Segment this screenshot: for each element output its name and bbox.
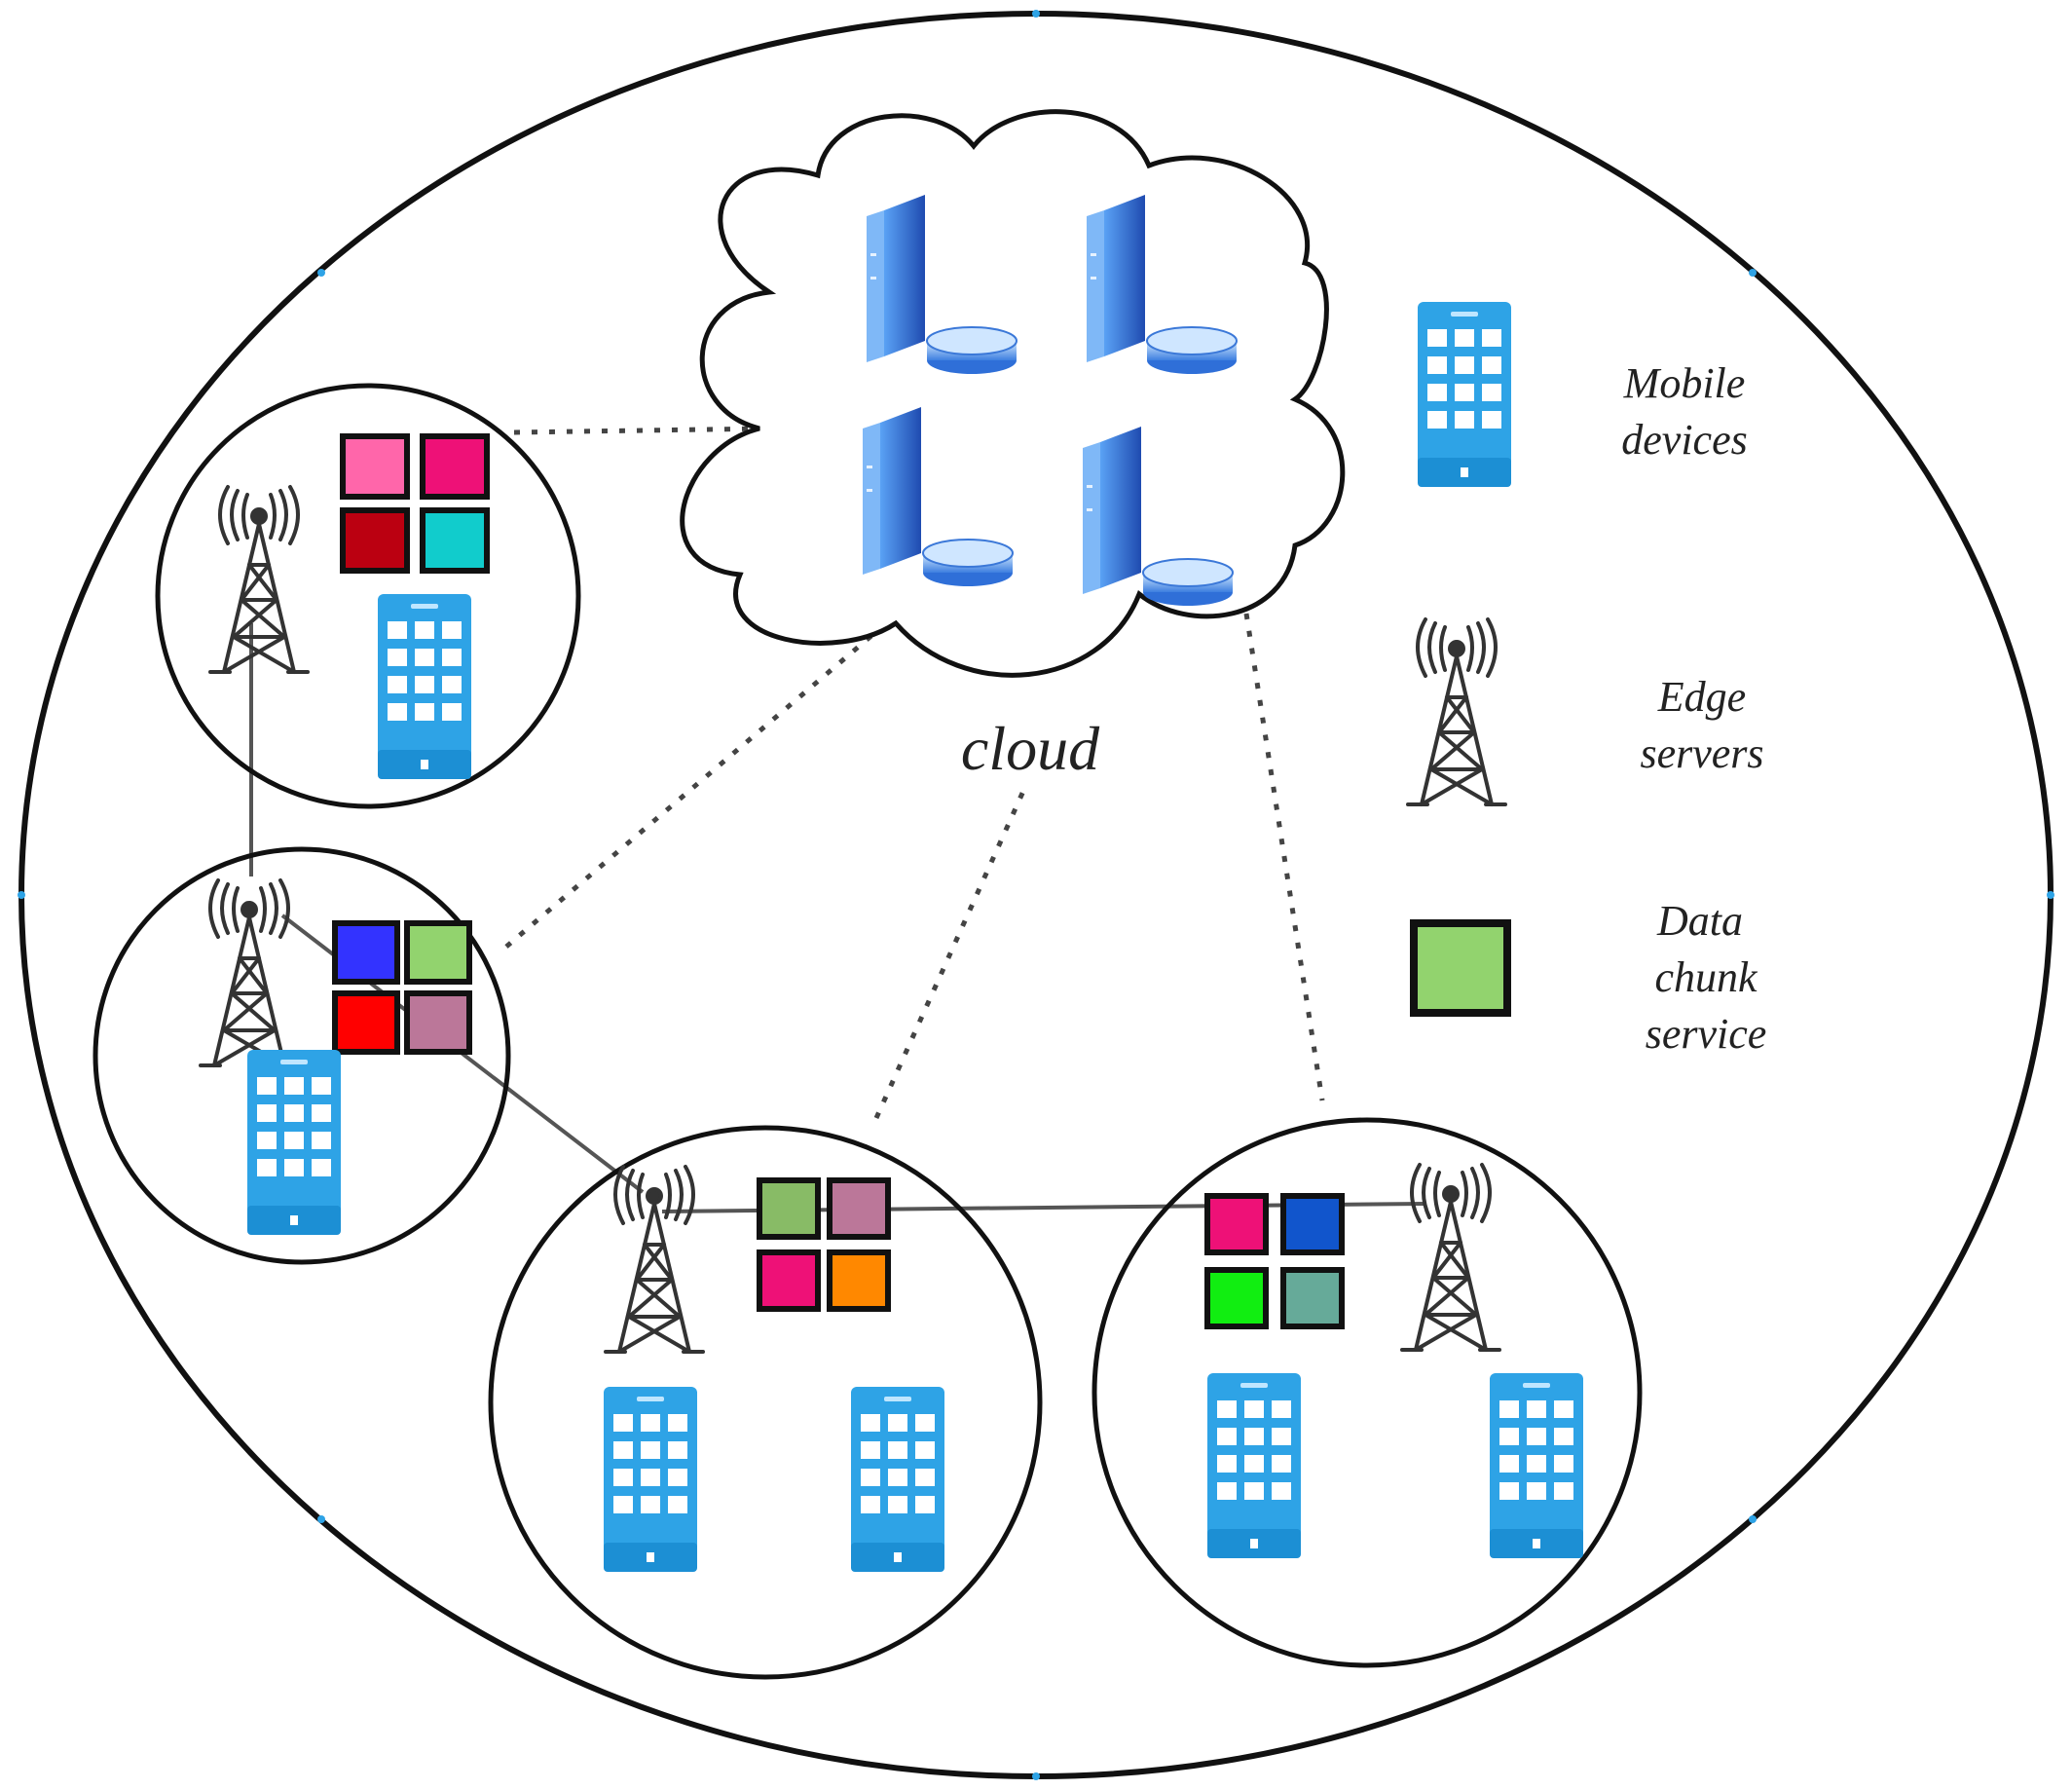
data-chunk-group: [757, 1177, 891, 1312]
cell-tower-icon: [1406, 617, 1507, 806]
cell-tower-icon: [199, 878, 300, 1067]
legend-mobile-devices: Mobile devices: [1418, 302, 1748, 487]
legend-mobile-label-line2: devices: [1621, 416, 1747, 464]
data-chunk-icon: [340, 433, 410, 500]
data-chunk-icon: [420, 507, 490, 574]
cell-tower-icon: [604, 1165, 705, 1354]
cloud-shape: [680, 109, 1346, 678]
legend-edge-label-line1: Edge: [1657, 673, 1746, 721]
legend-chunk-label-line2: chunk: [1654, 953, 1758, 1001]
cloud-links: [504, 426, 1325, 1120]
data-chunk-icon: [404, 990, 472, 1055]
mobile-device-icon: [247, 1050, 341, 1235]
legend-chunk-label-line3: service: [1646, 1010, 1767, 1058]
data-chunk-group: [332, 920, 472, 1055]
legend-mobile-label-line1: Mobile: [1623, 359, 1746, 407]
cell-tower-icon: [208, 485, 310, 674]
data-chunk-icon: [1204, 1267, 1269, 1329]
mobile-device-icon: [1418, 302, 1511, 487]
data-chunk-icon: [757, 1249, 821, 1312]
legend-edge-servers: Edge servers: [1406, 617, 1764, 806]
coverage-area: [1092, 1117, 1643, 1668]
region-top-left: [155, 383, 581, 809]
data-chunk-icon: [827, 1177, 891, 1240]
coverage-area: [92, 846, 511, 1265]
region-bottom-center: [488, 1125, 1043, 1680]
legend-edge-label-line2: servers: [1640, 729, 1763, 777]
data-chunk-icon: [332, 990, 400, 1055]
legend: Mobile devices Edge servers Data chunk s…: [1406, 302, 1767, 1058]
data-chunk-icon: [1280, 1267, 1345, 1329]
data-chunk-group: [340, 433, 490, 574]
region-middle-left: [92, 846, 511, 1265]
region-bottom-right: [1092, 1117, 1643, 1668]
cell-tower-icon: [1400, 1163, 1501, 1352]
data-chunk-icon: [1280, 1193, 1345, 1255]
data-chunk-icon: [404, 920, 472, 985]
mobile-device-icon: [1207, 1373, 1301, 1558]
coverage-area: [155, 383, 581, 809]
data-chunk-icon: [827, 1249, 891, 1312]
data-chunk-icon: [757, 1177, 821, 1240]
legend-data-chunk-service: Data chunk service: [1410, 897, 1767, 1058]
data-chunk-icon: [340, 507, 410, 574]
cloud: cloud: [680, 109, 1346, 783]
mobile-device-icon: [851, 1387, 944, 1572]
data-chunk-icon: [332, 920, 400, 985]
data-chunk-group: [1204, 1193, 1345, 1329]
mobile-device-icon: [378, 594, 471, 779]
mobile-device-icon: [604, 1387, 697, 1572]
data-chunk-icon: [1410, 919, 1511, 1017]
data-chunk-icon: [1204, 1193, 1269, 1255]
data-chunk-icon: [420, 433, 490, 500]
boundary-handles: [18, 10, 2054, 1780]
coverage-area: [488, 1125, 1043, 1680]
mobile-device-icon: [1490, 1373, 1583, 1558]
cloud-label: cloud: [961, 714, 1100, 783]
legend-chunk-label-line1: Data: [1656, 897, 1743, 945]
